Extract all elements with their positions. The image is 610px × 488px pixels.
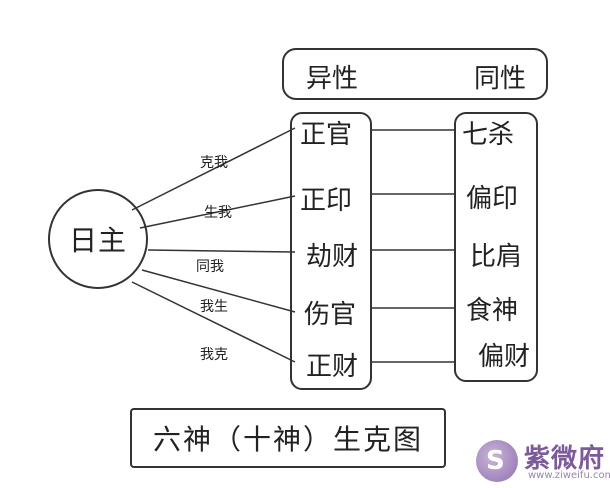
god-item: 劫财 — [306, 242, 359, 272]
diagram-title-box: 六神（十神）生克图 — [130, 408, 446, 468]
header-same-sex: 同性 — [474, 64, 527, 94]
watermark-logo-icon: S — [476, 440, 518, 482]
relation-label: 我生 — [200, 299, 228, 315]
day-master-circle: 日主 — [48, 189, 148, 289]
god-item: 正官 — [300, 120, 353, 150]
day-master-label: 日主 — [68, 224, 127, 257]
line-tongwo — [147, 249, 296, 253]
diagram-title: 六神（十神）生克图 — [152, 423, 423, 456]
relation-label: 同我 — [196, 259, 224, 275]
god-item: 食神 — [466, 296, 519, 326]
god-item: 七杀 — [462, 120, 515, 150]
god-item: 偏印 — [466, 184, 519, 214]
relation-label: 我克 — [200, 347, 228, 363]
god-item: 偏财 — [478, 342, 531, 372]
god-item: 正印 — [300, 186, 353, 216]
god-item: 正财 — [306, 352, 359, 382]
gender-header: 异性 同性 — [282, 48, 548, 100]
watermark-url: www.ziweifu.com — [528, 470, 610, 481]
line-shengwo — [139, 195, 296, 229]
same-sex-column — [454, 112, 538, 382]
watermark: S 紫微府 www.ziweifu.com — [476, 436, 610, 488]
line-wosheng — [141, 269, 296, 313]
god-item: 伤官 — [304, 300, 357, 330]
watermark-logo-letter: S — [486, 446, 505, 476]
line-kewo — [131, 127, 296, 211]
line-woke — [131, 281, 296, 363]
opposite-sex-column — [290, 112, 372, 390]
god-item: 比肩 — [470, 242, 523, 272]
watermark-name: 紫微府 — [524, 444, 606, 474]
relation-label: 生我 — [204, 205, 232, 221]
header-opposite-sex: 异性 — [306, 64, 359, 94]
relation-label: 克我 — [200, 155, 228, 171]
